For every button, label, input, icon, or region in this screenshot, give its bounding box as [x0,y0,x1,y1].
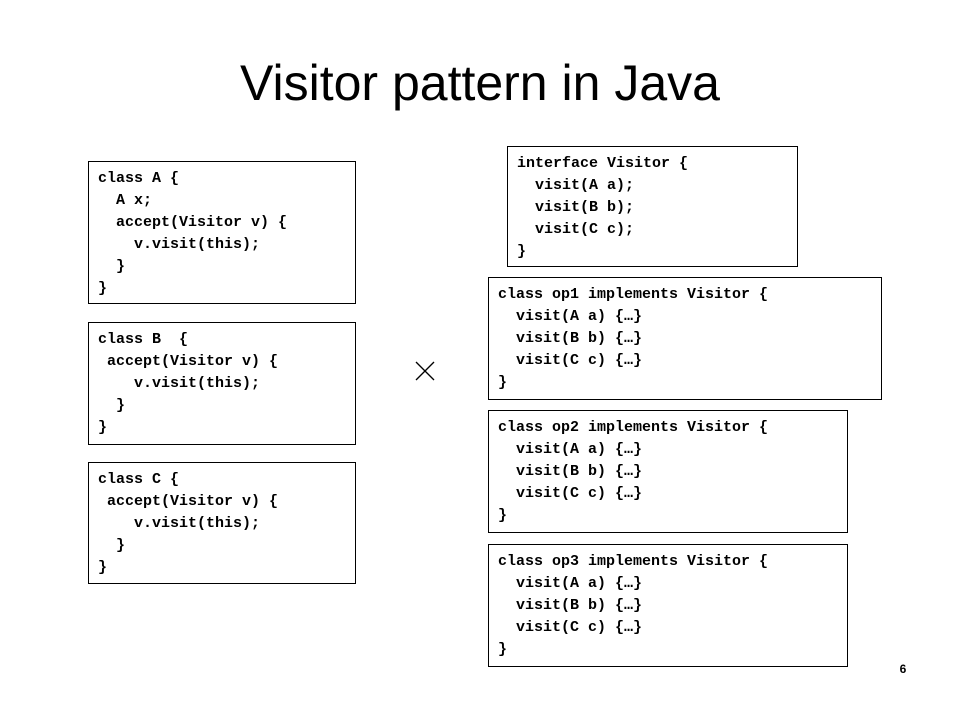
page-number: 6 [899,662,907,676]
class-a-code-box: class A { A x; accept(Visitor v) { v.vis… [88,161,356,304]
code-line: interface Visitor { [517,155,689,172]
code-line: visit(B b) {…} [498,463,643,480]
code-line: accept(Visitor v) { [98,353,279,370]
code-line: } [498,641,508,658]
code-line: } [98,537,126,554]
class-b-code-box: class B { accept(Visitor v) { v.visit(th… [88,322,356,445]
class-c-code-box: class C { accept(Visitor v) { v.visit(th… [88,462,356,584]
code-line: v.visit(this); [98,375,261,392]
code-line: } [98,397,126,414]
code-line: class C { [98,471,180,488]
code-line: visit(C c) {…} [498,352,643,369]
code-line: class B { [98,331,189,348]
code-line: v.visit(this); [98,515,261,532]
times-icon [415,361,435,381]
code-line: visit(A a) {…} [498,441,643,458]
visitor-interface-code-box: interface Visitor { visit(A a); visit(B … [507,146,798,267]
code-line: class op3 implements Visitor { [498,553,769,570]
code-line: } [98,559,108,576]
code-line: accept(Visitor v) { [98,214,288,231]
op2-code-box: class op2 implements Visitor { visit(A a… [488,410,848,533]
code-line: } [498,507,508,524]
code-line: } [517,243,527,260]
slide-title: Visitor pattern in Java [240,55,720,111]
code-line: visit(A a); [517,177,635,194]
code-line: visit(C c) {…} [498,485,643,502]
code-line: } [98,419,108,436]
code-line: class op1 implements Visitor { [498,286,769,303]
code-line: } [98,280,108,297]
code-line: } [98,258,126,275]
code-line: visit(A a) {…} [498,308,643,325]
code-line: class op2 implements Visitor { [498,419,769,436]
code-line: visit(B b); [517,199,635,216]
code-line: visit(B b) {…} [498,330,643,347]
code-line: A x; [98,192,153,209]
code-line: v.visit(this); [98,236,261,253]
code-line: } [498,374,508,391]
code-line: visit(C c); [517,221,635,238]
code-line: visit(C c) {…} [498,619,643,636]
code-line: accept(Visitor v) { [98,493,279,510]
code-line: class A { [98,170,180,187]
code-line: visit(B b) {…} [498,597,643,614]
op1-code-box: class op1 implements Visitor { visit(A a… [488,277,882,400]
op3-code-box: class op3 implements Visitor { visit(A a… [488,544,848,667]
code-line: visit(A a) {…} [498,575,643,592]
